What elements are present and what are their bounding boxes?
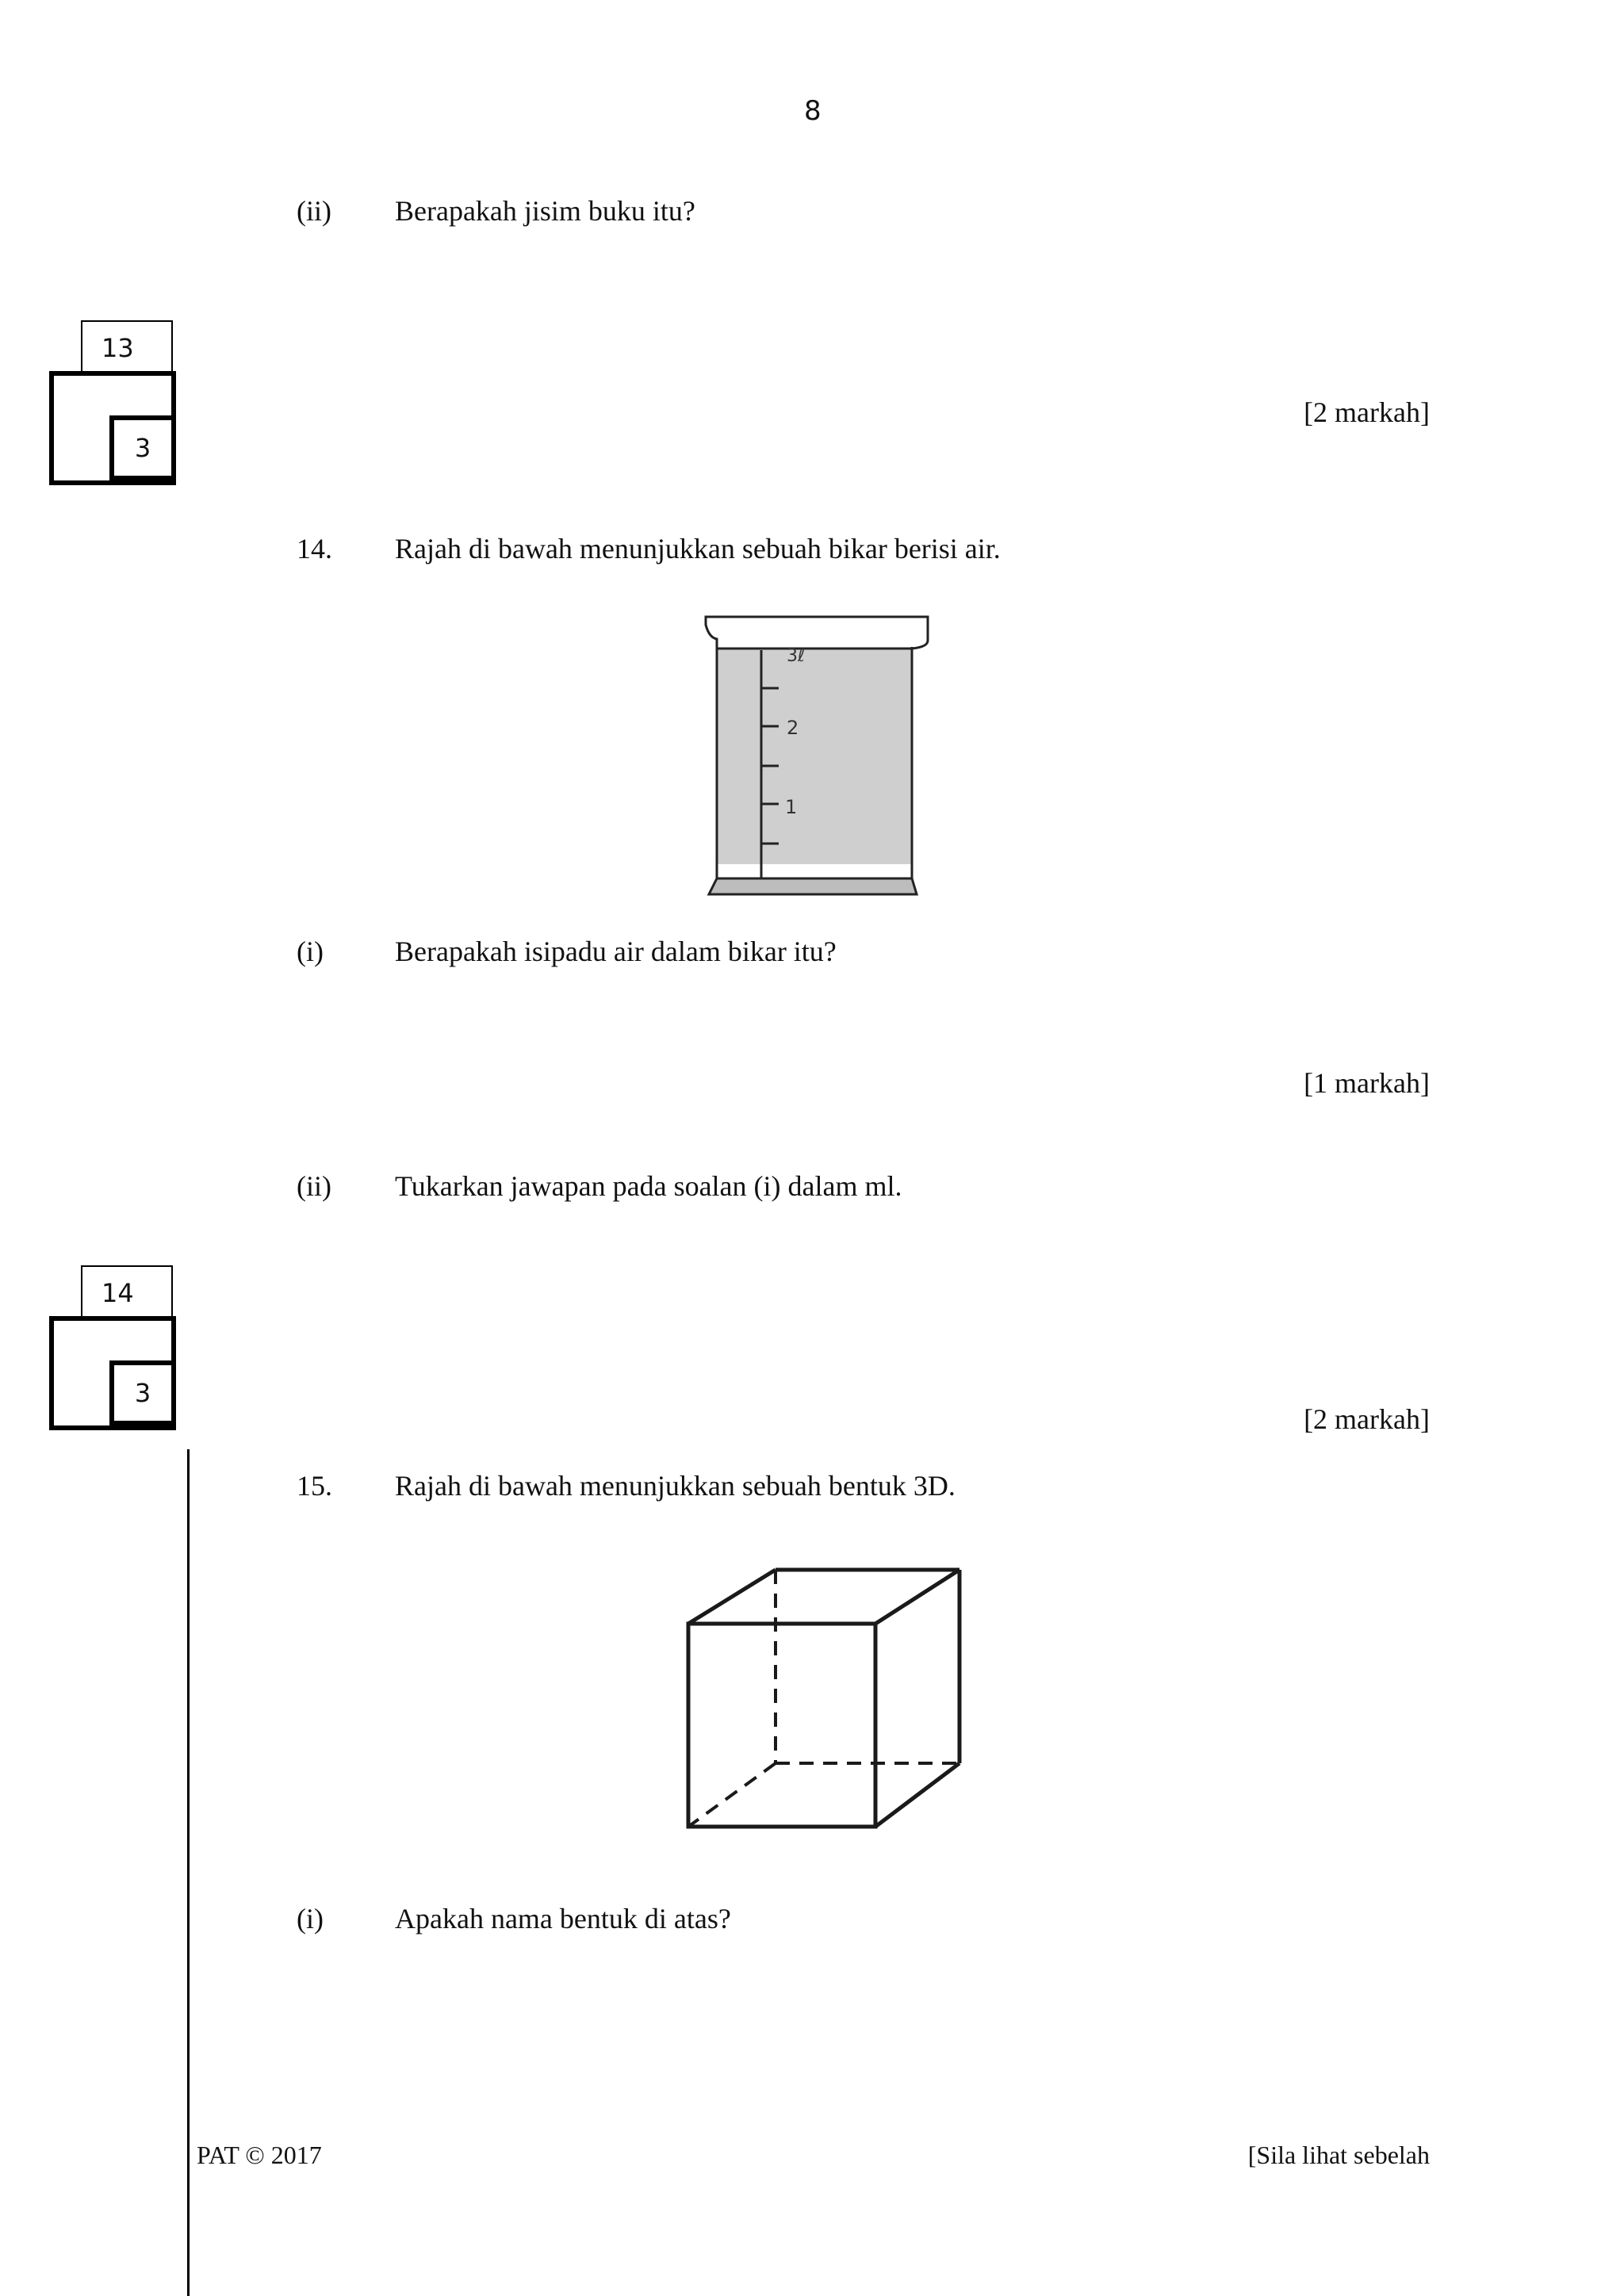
q14-sub-i-marks: [1 markah] <box>1304 1067 1430 1099</box>
q15-sub-i-text: Apakah nama bentuk di atas? <box>395 1903 731 1934</box>
beaker-base <box>707 877 919 896</box>
score-outer-box: 3 <box>49 371 176 485</box>
score-outer-box: 3 <box>49 1316 176 1430</box>
beaker-label-1: 1 <box>785 796 797 818</box>
cube-diagram <box>686 1567 962 1829</box>
cube-hidden-edges <box>687 1570 959 1828</box>
q15-question-text: Rajah di bawah menunjukkan sebuah bentuk… <box>395 1470 956 1502</box>
beaker-label-3: 3ℓ <box>787 646 805 666</box>
q15-sub-i-label: (i) <box>297 1903 324 1934</box>
q13-marks: [2 markah] <box>1304 396 1430 428</box>
q14-sub-ii-text: Tukarkan jawapan pada soalan (i) dalam m… <box>395 1170 902 1202</box>
q14-sub-ii-marks: [2 markah] <box>1304 1403 1430 1435</box>
beaker-rim <box>704 615 929 650</box>
cube-front-face <box>686 1621 878 1829</box>
margin-line <box>187 1449 190 2296</box>
page-number: 8 <box>804 95 822 127</box>
beaker-water <box>717 649 912 864</box>
q14-sub-i-text: Berapakah isipadu air dalam bikar itu? <box>395 936 837 967</box>
score-question-number: 13 <box>81 320 173 373</box>
q13-sub-ii-text: Berapakah jisim buku itu? <box>395 195 695 227</box>
beaker-diagram: 3ℓ 2 1 <box>704 615 929 896</box>
q15-number: 15. <box>297 1470 332 1502</box>
q14-sub-i-label: (i) <box>297 936 324 967</box>
q13-sub-ii-label: (ii) <box>297 195 331 227</box>
q14-question-text: Rajah di bawah menunjukkan sebuah bikar … <box>395 533 1001 564</box>
footer-copyright: PAT © 2017 <box>197 2141 322 2169</box>
score-max: 3 <box>109 1360 176 1425</box>
footer-continue: [Sila lihat sebelah <box>1247 2141 1430 2169</box>
score-question-number: 14 <box>81 1265 173 1318</box>
q14-sub-ii-label: (ii) <box>297 1170 331 1202</box>
score-max: 3 <box>109 415 176 480</box>
beaker-label-2: 2 <box>787 717 799 739</box>
q14-number: 14. <box>297 533 332 564</box>
